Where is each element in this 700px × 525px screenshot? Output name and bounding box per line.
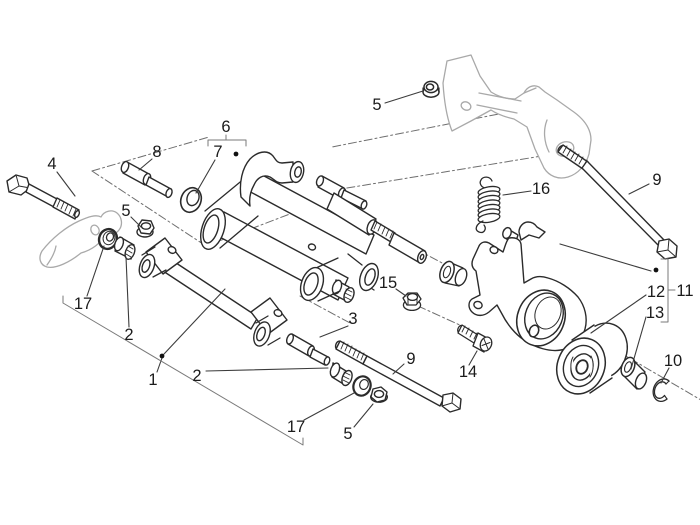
- callout-4: 4: [47, 154, 57, 173]
- group-dots: [159, 151, 659, 359]
- callout-5-left: 5: [121, 201, 131, 220]
- callout-9-bottom: 9: [406, 349, 416, 368]
- group-brackets: [62, 134, 676, 446]
- callout-2-left: 2: [124, 325, 134, 344]
- callout-1: 1: [148, 370, 158, 389]
- engine-mount-bracket: [468, 221, 587, 352]
- callout-8: 8: [152, 142, 162, 161]
- callout-5-top: 5: [372, 95, 382, 114]
- pivot-bushing: [439, 260, 468, 287]
- callout-9-right: 9: [652, 170, 662, 189]
- callout-6: 6: [221, 117, 231, 136]
- connecting-rod-assembly: [199, 151, 428, 304]
- callout-17-lower: 17: [286, 417, 306, 436]
- leader-lines: [56, 90, 670, 428]
- callout-17-left: 17: [73, 294, 93, 313]
- callout-14: 14: [458, 362, 478, 381]
- hex-bolt-left: [6, 174, 81, 220]
- callout-10: 10: [663, 351, 683, 370]
- long-bolt-right: [557, 144, 678, 260]
- flexible-coupling-roller: [555, 322, 628, 395]
- callout-12: 12: [646, 282, 666, 301]
- callout-15: 15: [378, 273, 398, 292]
- screw-and-nut-center: [402, 292, 493, 353]
- nut-top: [422, 80, 440, 98]
- lower-pin-and-bearing-set: [285, 333, 462, 413]
- callout-11: 11: [676, 281, 694, 300]
- tension-spring: [475, 176, 501, 234]
- frame-lever-ghost: [39, 210, 123, 268]
- callout-2-lower: 2: [192, 366, 202, 385]
- callout-16: 16: [531, 179, 551, 198]
- left-pin-bushing-seal-set: [97, 160, 203, 260]
- callout-5-lower: 5: [343, 424, 353, 443]
- swing-arm-shaft: [138, 237, 288, 347]
- callout-3: 3: [348, 309, 358, 328]
- callout-13: 13: [645, 303, 665, 322]
- spacer-bushing-and-circlip: [620, 356, 670, 403]
- callout-7: 7: [213, 142, 223, 161]
